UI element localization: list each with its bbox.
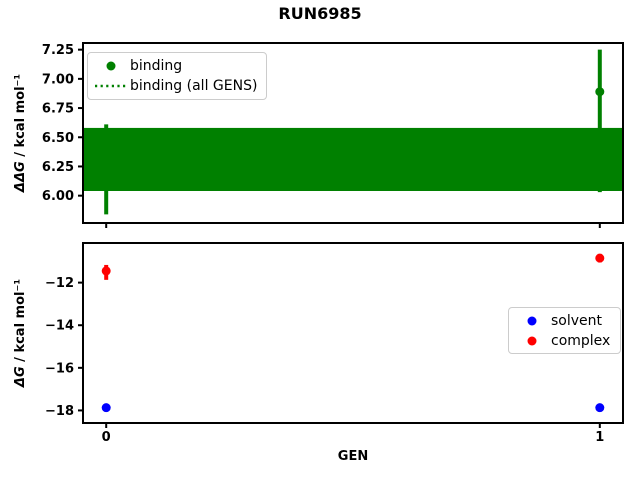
legend-item-label: binding (all GENS) xyxy=(130,78,258,94)
legend-item-binding-all-gens: binding (all GENS) xyxy=(92,76,258,96)
axes-frame xyxy=(82,42,624,224)
data-point-marker xyxy=(595,87,605,97)
y-tick-label: −16 xyxy=(45,361,74,376)
confidence-band xyxy=(84,127,622,191)
y-axis-label-bottom-math: ΔG xyxy=(13,366,28,388)
legend-item-label: complex xyxy=(551,333,611,349)
x-tick-label: 1 xyxy=(595,430,604,445)
y-tick-label: 7.00 xyxy=(42,72,74,87)
y-tick-label: 6.00 xyxy=(42,189,74,204)
y-axis-label-bottom: ΔG / kcal mol⁻¹ xyxy=(12,223,30,443)
y-tick-label: −14 xyxy=(45,319,74,334)
dot-icon xyxy=(513,315,551,327)
y-axis-label-top: ΔΔG / kcal mol⁻¹ xyxy=(12,23,30,243)
y-tick-label: 6.75 xyxy=(42,102,74,117)
legend-item-solvent: solvent xyxy=(513,311,612,331)
legend-item-complex: complex xyxy=(513,331,612,351)
x-tick-label: 0 xyxy=(102,430,111,445)
data-point-marker xyxy=(101,165,111,175)
data-point-marker xyxy=(101,403,111,413)
legend-item-label: binding xyxy=(130,58,183,74)
dot-icon xyxy=(92,60,130,72)
y-axis-label-top-math: ΔΔG xyxy=(13,161,28,193)
legend-item-binding: binding xyxy=(92,56,258,76)
dotted-line-icon xyxy=(92,80,130,92)
y-tick-label: 6.25 xyxy=(42,160,74,175)
y-tick-label: −12 xyxy=(45,276,74,291)
axes-frame xyxy=(82,242,624,424)
data-point-marker xyxy=(595,253,605,263)
dot-icon xyxy=(513,335,551,347)
y-axis-label-top-unit: / kcal mol⁻¹ xyxy=(13,73,28,162)
y-axis-label-bottom-unit: / kcal mol⁻¹ xyxy=(13,278,28,367)
legend-binding: binding binding (all GENS) xyxy=(87,52,267,100)
legend-item-label: solvent xyxy=(551,313,603,329)
y-tick-label: 7.25 xyxy=(42,43,74,58)
y-tick-label: 6.50 xyxy=(42,131,74,146)
legend-solvent-complex: solvent complex xyxy=(508,307,621,354)
data-point-marker xyxy=(101,266,111,276)
x-axis-label: GEN xyxy=(337,449,369,464)
data-point-marker xyxy=(595,403,605,413)
y-tick-label: −18 xyxy=(45,404,74,419)
figure-title: RUN6985 xyxy=(278,4,362,23)
